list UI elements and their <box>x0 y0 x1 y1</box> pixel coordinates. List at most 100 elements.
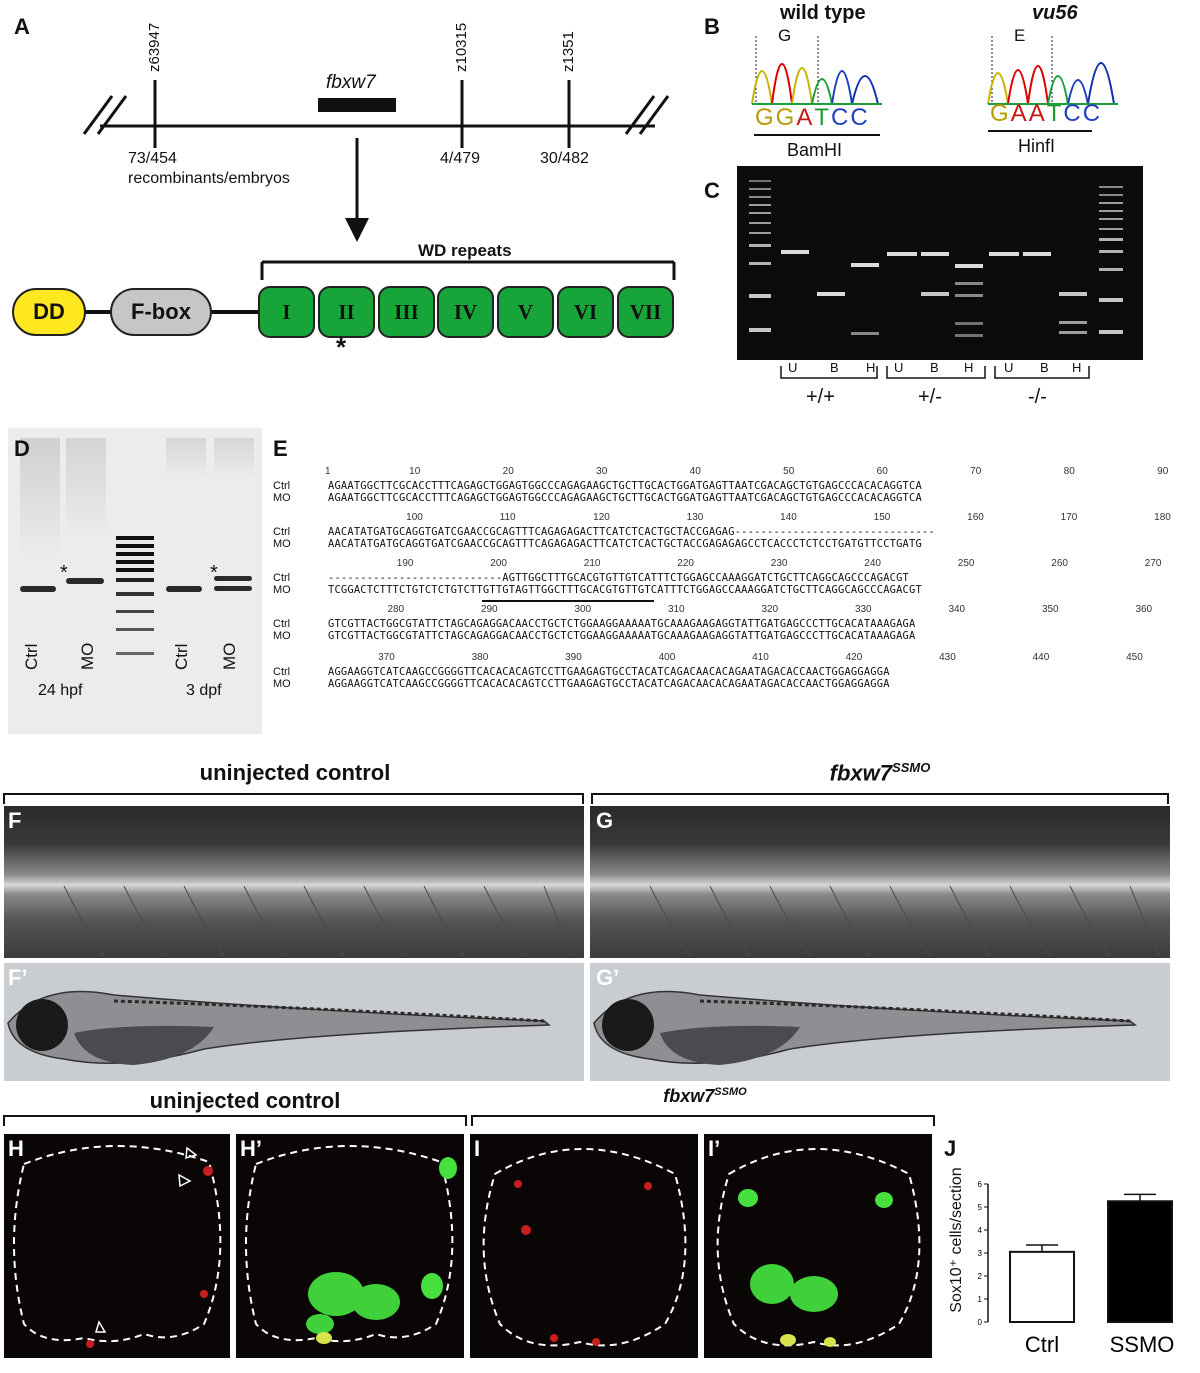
alignment-tick: 230 <box>770 558 788 569</box>
mut-enzyme: HinfI <box>1018 136 1056 156</box>
alignment-tick: 240 <box>864 558 881 569</box>
gel-c-lane-9: H <box>1072 360 1082 375</box>
alignment-seq-mo: TCGGACTCTTTCTGTCTCTGTCTTGTTGTAGTTGGCTTTG… <box>328 584 922 596</box>
panel-label-i: I <box>474 1136 481 1161</box>
section-image-i <box>470 1134 698 1358</box>
alignment-tick: 250 <box>957 558 975 569</box>
marker-z10315: z10315 <box>453 22 470 72</box>
mut-base-5: C <box>1063 100 1081 127</box>
alignment-tick: 190 <box>396 558 414 569</box>
section-image-hp <box>236 1134 464 1358</box>
alignment-tick: 270 <box>1144 558 1162 569</box>
wt-base-2: G <box>775 104 795 131</box>
panel-label-j: J <box>944 1136 957 1161</box>
wd-repeat-2: II <box>318 286 375 338</box>
wt-title: wild type <box>780 2 866 24</box>
panel-label-c: C <box>704 178 720 203</box>
panel-label-g: G <box>596 808 614 833</box>
alignment-tick: 160 <box>967 512 984 523</box>
y-tick-label: 5 <box>978 1203 983 1212</box>
alignment-row-label-mo: MO <box>273 678 291 690</box>
mut-title: vu56 <box>1032 2 1078 24</box>
genotype-hom: -/- <box>1028 386 1047 408</box>
panel-label-ip: I’ <box>708 1136 721 1161</box>
count-z63947: 73/454 <box>128 150 177 167</box>
wd-repeat-4: IV <box>437 286 494 338</box>
alignment-tick: 400 <box>658 652 676 663</box>
hi-control-title: uninjected control <box>149 1088 341 1113</box>
mo-target-underline <box>482 600 654 602</box>
alignment-tick: 430 <box>939 652 956 663</box>
alignment-row-label-mo: MO <box>273 492 291 504</box>
alignment-seq-ctrl: AGGAAGGTCATCAAGCCGGGGTTCACACACAGTCCTTGAA… <box>328 666 890 678</box>
gel-c-brackets <box>780 366 1090 379</box>
wt-base-1: G <box>755 104 774 131</box>
mut-chromatogram <box>987 36 1118 105</box>
alignment-tick: 40 <box>689 466 701 477</box>
hi-ssmo-title: fbxw7SSMO <box>663 1086 747 1106</box>
count-z1351: 30/482 <box>540 150 589 167</box>
gel-c-lane-8: B <box>1040 360 1049 375</box>
gel-c-lane-5: B <box>930 360 939 375</box>
alignment-tick: 220 <box>677 558 694 569</box>
panel-label-gp: G’ <box>596 965 620 990</box>
alignment-tick: 340 <box>948 604 966 615</box>
gel-d-lane-ctrl-1: Ctrl <box>22 643 41 670</box>
y-tick-label: 2 <box>978 1272 983 1281</box>
gel-c-lane-7: U <box>1004 360 1014 375</box>
alignment-seq-ctrl: AGAATGGCTTCGCACCTTTCAGAGCTGGAGTGGCCCAGAG… <box>328 480 922 492</box>
alignment-row-label-ctrl: Ctrl <box>273 526 291 538</box>
mut-base-6: C <box>1082 100 1101 127</box>
wd-repeat-7: VII <box>617 286 674 338</box>
alignment-seq-mo: AACATATGATGCAGGTGATCGAACCGCAGTTTCAGAGAGA… <box>328 538 922 550</box>
gel-c-lane-3: H <box>866 360 876 375</box>
section-image-h <box>4 1134 230 1358</box>
alignment-tick: 440 <box>1032 652 1050 663</box>
gel-d-asterisk-1: * <box>60 562 68 584</box>
alignment-tick: 30 <box>596 466 608 477</box>
alignment-row-label-mo: MO <box>273 630 291 642</box>
x-category-label: SSMO <box>1110 1332 1175 1357</box>
wt-base-6: C <box>850 104 868 131</box>
fbox-domain: F-box <box>110 288 212 336</box>
count-z10315: 4/479 <box>440 150 481 167</box>
alignment-tick: 200 <box>490 558 507 569</box>
brightfield-image-control <box>4 963 584 1081</box>
fg-control-title: uninjected control <box>199 760 391 785</box>
mut-codon-aa: E <box>1014 26 1026 45</box>
count-caption: recombinants/embryos <box>128 170 290 187</box>
alignment-tick: 260 <box>1051 558 1068 569</box>
mut-base-3: A <box>1028 100 1045 127</box>
gel-c-lane-6: H <box>964 360 974 375</box>
alignment-tick: 1 <box>325 466 331 477</box>
alignment-row-label-mo: MO <box>273 538 291 550</box>
gel-d-time-24hpf: 24 hpf <box>38 682 83 699</box>
alignment-tick: 380 <box>471 652 489 663</box>
dd-domain: DD <box>12 288 86 336</box>
panel-label-b: B <box>704 14 720 39</box>
alignment-seq-ctrl: AACATATGATGCAGGTGATCGAACCGCAGTTTCAGAGAGA… <box>328 526 935 538</box>
alignment-tick: 300 <box>574 604 592 615</box>
fluorescence-image-control <box>4 806 584 958</box>
y-tick-label: 4 <box>978 1226 983 1235</box>
alignment-seq-mo: AGGAAGGTCATCAAGCCGGGGTTCACACACAGTCCTTGAA… <box>328 678 890 690</box>
alignment-tick: 280 <box>387 604 405 615</box>
alignment-tick: 90 <box>1157 466 1169 477</box>
alignment-tick: 410 <box>752 652 769 663</box>
bar-ctrl <box>1009 1250 1075 1323</box>
hi-brackets <box>3 1115 935 1126</box>
alignment-tick: 290 <box>480 604 498 615</box>
alignment-row-label-ctrl: Ctrl <box>273 480 291 492</box>
alignment-tick: 330 <box>854 604 872 615</box>
alignment-row-label-ctrl: Ctrl <box>273 666 291 678</box>
alignment-tick: 360 <box>1135 604 1153 615</box>
alignment-row-label-ctrl: Ctrl <box>273 618 291 630</box>
marker-z63947: z63947 <box>146 22 163 72</box>
mut-base-4: T <box>1046 100 1062 127</box>
alignment-tick: 70 <box>970 466 982 477</box>
alignment-tick: 150 <box>873 512 891 523</box>
genetic-map <box>82 80 676 314</box>
alignment-tick: 50 <box>783 466 795 477</box>
alignment-tick: 130 <box>686 512 704 523</box>
